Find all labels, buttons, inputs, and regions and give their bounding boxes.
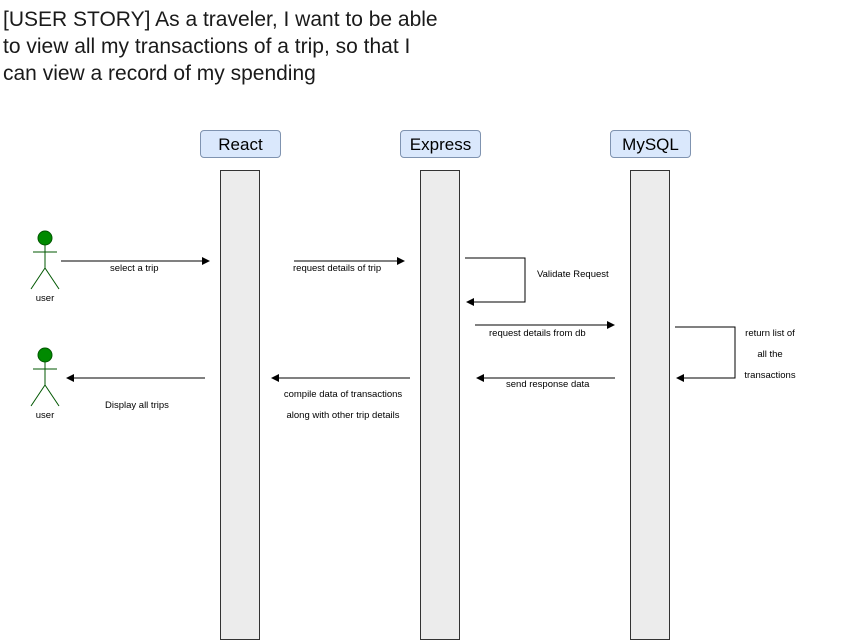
return-transactions-arrow[interactable]: [675, 326, 736, 382]
mysql-header[interactable]: MySQL: [610, 130, 691, 158]
user-actor-top-label: user: [35, 293, 55, 304]
return-transactions-label-1: return list of: [745, 328, 795, 339]
compile-data-label-1: compile data of transactions: [283, 389, 403, 400]
user-story-title: [USER STORY] As a traveler, I want to be…: [3, 6, 543, 87]
request-db-label: request details from db: [489, 328, 586, 339]
user-actor-bottom: [30, 347, 60, 407]
user-actor-top: [30, 230, 60, 290]
compile-data-label-2: along with other trip details: [286, 410, 400, 421]
user-story-line-3: can view a record of my spending: [3, 62, 316, 85]
return-transactions-label-2: all the: [757, 349, 783, 360]
user-story-line-2: to view all my transactions of a trip, s…: [3, 35, 411, 58]
react-header[interactable]: React: [200, 130, 281, 158]
return-transactions-label-3: transactions: [744, 370, 796, 381]
validate-request-label: Validate Request: [537, 269, 609, 280]
express-lifeline[interactable]: [420, 170, 460, 640]
user-story-line-1: [USER STORY] As a traveler, I want to be…: [3, 8, 438, 31]
user-actor-bottom-label: user: [35, 410, 55, 421]
react-lifeline[interactable]: [220, 170, 260, 640]
request-details-label: request details of trip: [293, 263, 382, 274]
select-trip-label: select a trip: [110, 263, 159, 274]
send-response-label: send response data: [506, 379, 590, 390]
display-trips-label: Display all trips: [105, 400, 169, 411]
express-header[interactable]: Express: [400, 130, 481, 158]
validate-request-arrow[interactable]: [465, 257, 526, 306]
mysql-lifeline[interactable]: [630, 170, 670, 640]
